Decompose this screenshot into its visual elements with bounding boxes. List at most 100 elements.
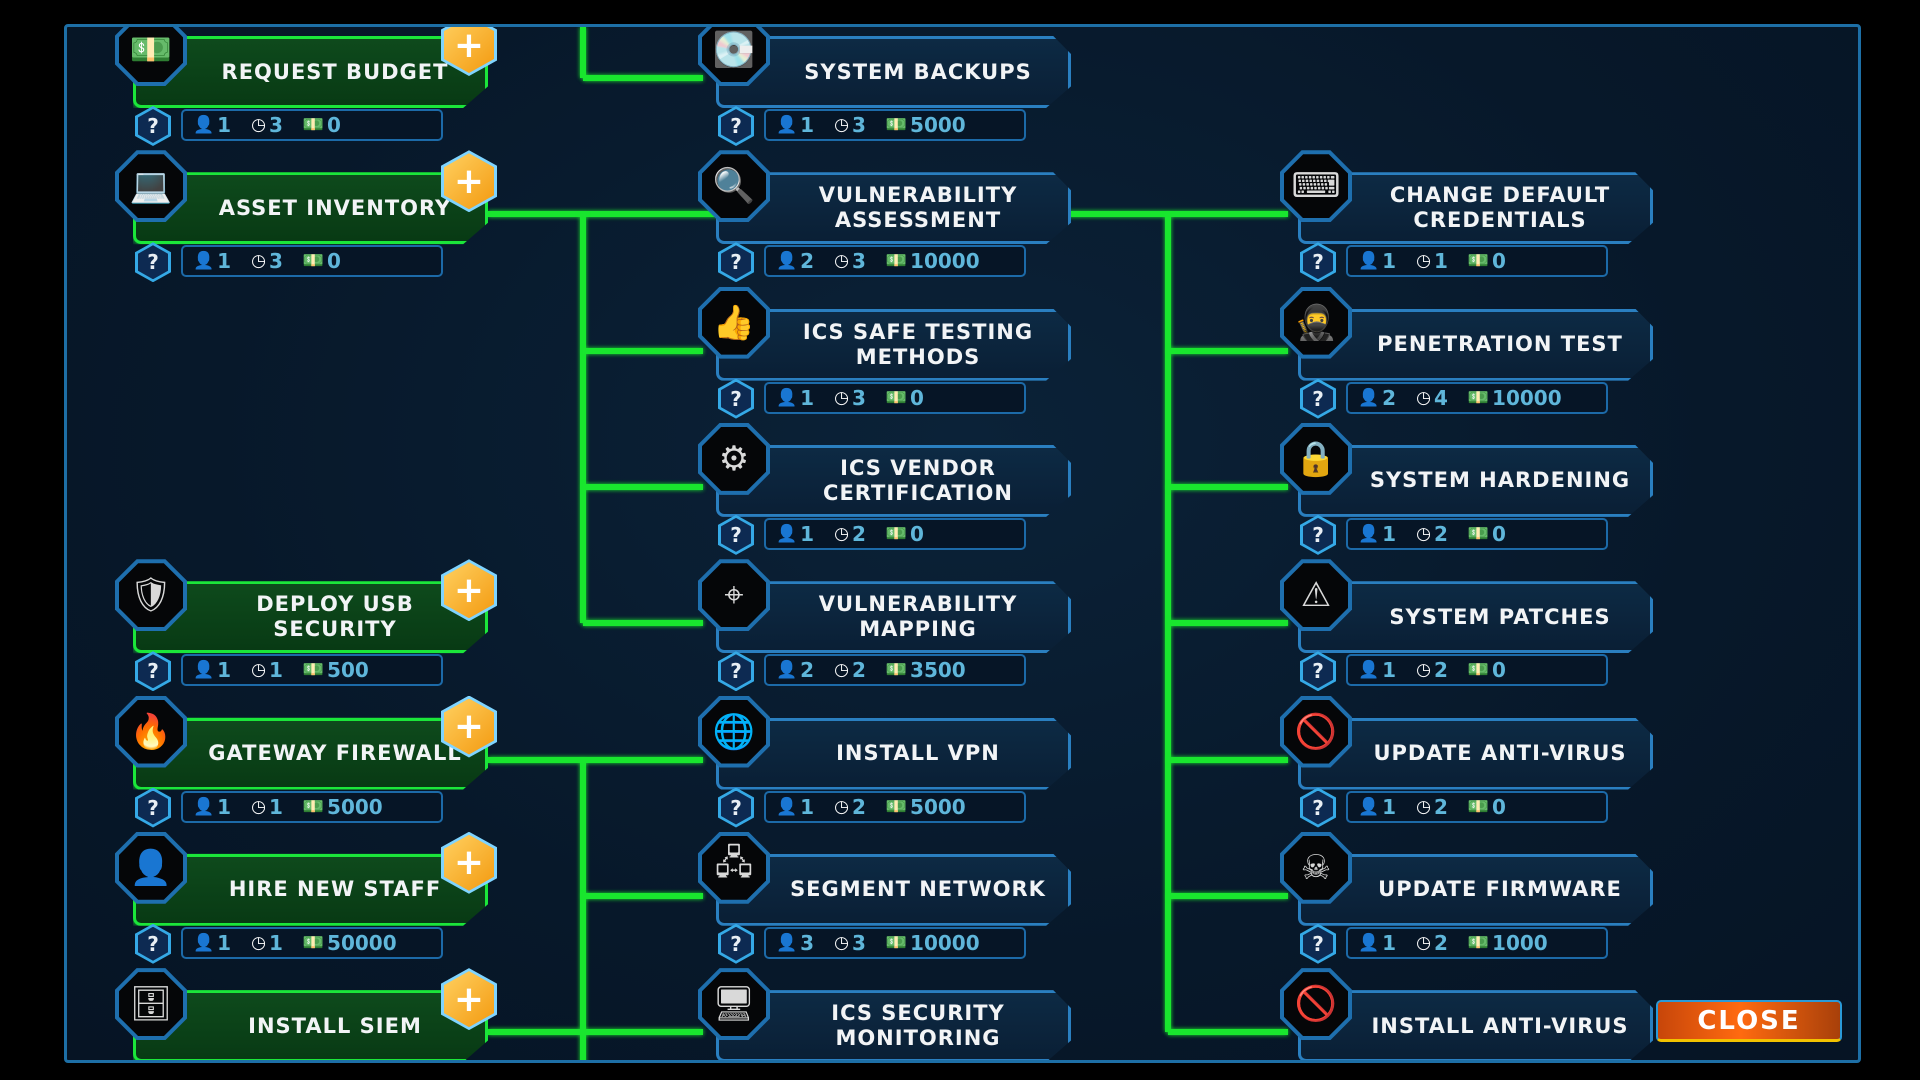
help-button[interactable]: ? [1300, 378, 1336, 419]
stat-staff: 👤1 [776, 522, 814, 546]
help-button[interactable]: ? [718, 106, 754, 146]
tech-card-hire-new-staff[interactable]: HIRE NEW STAFF👤+?👤1◷1💵50000 [115, 831, 505, 968]
help-button[interactable]: ? [1300, 514, 1336, 555]
money-icon: 💵 [1467, 932, 1490, 953]
icon-frame: 🖧 [698, 831, 770, 904]
stat-staff-value: 1 [1382, 658, 1397, 683]
help-button[interactable]: ? [718, 514, 754, 555]
help-button[interactable]: ? [135, 242, 171, 283]
icon-frame: 🥷 [1280, 286, 1352, 359]
add-button[interactable]: + [441, 831, 497, 894]
help-button[interactable]: ? [718, 923, 754, 964]
connector-line [583, 620, 703, 626]
icon-frame: ☠ [1280, 831, 1352, 904]
stat-time: ◷2 [1416, 658, 1448, 682]
tech-card-vulnerability-mapping[interactable]: VULNERABILITY MAPPING⌖?👤2◷2💵3500 [698, 559, 1088, 695]
connector-line [1168, 1029, 1288, 1035]
plus-icon: + [444, 834, 494, 891]
card-panel [133, 853, 488, 926]
tech-card-ics-vendor-certification[interactable]: ICS VENDOR CERTIFICATION⚙?👤1◷2💵0 [698, 422, 1088, 559]
help-button[interactable]: ? [1300, 242, 1336, 283]
card-panel [133, 581, 488, 654]
tech-card-update-anti-virus[interactable]: UPDATE ANTI-VIRUS🚫?👤1◷2💵0 [1280, 695, 1670, 832]
help-button[interactable]: ? [1300, 923, 1336, 964]
stat-time-value: 2 [851, 658, 866, 683]
tech-card-install-vpn[interactable]: INSTALL VPN🌐?👤1◷2💵5000 [698, 695, 1088, 832]
help-button[interactable]: ? [718, 787, 754, 828]
globe-shield-icon: 🌐 [702, 699, 766, 764]
card-stats: 👤1◷1💵500 [181, 654, 443, 687]
server-shield-icon: 🗄 [119, 972, 183, 1037]
card-panel [1298, 308, 1653, 381]
clock-icon: ◷ [1416, 660, 1431, 681]
help-button[interactable]: ? [135, 923, 171, 964]
card-stats: 👤2◷4💵10000 [1346, 381, 1608, 414]
help-button[interactable]: ? [1300, 651, 1336, 692]
card-title: INSTALL VPN [836, 741, 1000, 765]
stat-time: ◷2 [834, 795, 866, 819]
tech-card-system-backups[interactable]: SYSTEM BACKUPS💽?👤1◷3💵5000 [698, 27, 1088, 150]
tech-card-ics-safe-testing-methods[interactable]: ICS SAFE TESTING METHODS👍?👤1◷3💵0 [698, 286, 1088, 423]
money-icon: 💵 [1467, 251, 1490, 272]
icon-frame: ⌖ [698, 559, 770, 632]
tech-card-ics-security-monitoring[interactable]: ICS SECURITY MONITORING🖥 [698, 968, 1088, 1060]
staff-icon: 👤 [1358, 251, 1380, 272]
help-button[interactable]: ? [1300, 787, 1336, 828]
stat-time-value: 1 [268, 794, 283, 819]
tech-card-install-anti-virus[interactable]: INSTALL ANTI-VIRUS🚫 [1280, 968, 1670, 1060]
help-button[interactable]: ? [135, 651, 171, 692]
card-stats: 👤1◷2💵0 [1346, 654, 1608, 687]
tech-card-request-budget[interactable]: REQUEST BUDGET💵+?👤1◷3💵0 [115, 27, 505, 150]
connector-line [583, 348, 703, 354]
stat-cost: 💵3500 [886, 658, 966, 682]
stat-cost: 💵0 [1468, 795, 1506, 819]
tech-card-gateway-firewall[interactable]: GATEWAY FIREWALL🔥+?👤1◷1💵5000 [115, 695, 505, 832]
magnifier-network-icon: 🔍 [702, 154, 766, 219]
crosshair-icon: ⌖ [702, 563, 766, 628]
help-button[interactable]: ? [718, 242, 754, 283]
stat-time: ◷2 [1416, 931, 1448, 955]
connector-line [1168, 348, 1288, 354]
stat-time-value: 2 [1433, 521, 1448, 546]
tech-card-install-siem[interactable]: INSTALL SIEM🗄+ [115, 968, 505, 1060]
money-icon: 💵 [302, 660, 325, 681]
tech-card-system-hardening[interactable]: SYSTEM HARDENING🔒?👤1◷2💵0 [1280, 422, 1670, 559]
icon-frame: 🔍 [698, 150, 770, 223]
connector-line [1168, 620, 1288, 626]
icon-frame: 🚫 [1280, 695, 1352, 768]
staff-icon: 👤 [193, 796, 215, 817]
stat-time-value: 1 [268, 930, 283, 955]
stat-cost: 💵500 [303, 658, 369, 682]
stat-staff-value: 3 [800, 930, 815, 955]
add-button[interactable]: + [441, 150, 497, 213]
card-title: REQUEST BUDGET [221, 59, 449, 84]
stat-cost: 💵5000 [886, 113, 966, 137]
close-button[interactable]: CLOSE [1656, 1000, 1842, 1042]
card-panel [716, 444, 1071, 517]
tech-card-deploy-usb-security[interactable]: DEPLOY USB SECURITY🛡+?👤1◷1💵500 [115, 559, 505, 695]
clock-icon: ◷ [251, 251, 266, 272]
tech-card-vulnerability-assessment[interactable]: VULNERABILITY ASSESSMENT🔍?👤2◷3💵10000 [698, 150, 1088, 286]
staff-icon: 👤 [776, 115, 798, 135]
help-button[interactable]: ? [718, 651, 754, 692]
help-button[interactable]: ? [135, 106, 171, 146]
tech-card-asset-inventory[interactable]: ASSET INVENTORY💻+?👤1◷3💵0 [115, 150, 505, 286]
stat-time-value: 1 [1433, 249, 1448, 274]
tech-card-system-patches[interactable]: SYSTEM PATCHES⚠?👤1◷2💵0 [1280, 559, 1670, 695]
tech-card-penetration-test[interactable]: PENETRATION TEST 🥷? 👤2◷4💵10000 [1280, 286, 1670, 423]
help-button[interactable]: ? [718, 378, 754, 419]
stat-cost: 💵0 [886, 522, 924, 546]
stat-cost: 💵0 [1468, 522, 1506, 546]
tech-card-change-default-credentials[interactable]: CHANGE DEFAULT CREDENTIALS⌨?👤1◷1💵0 [1280, 150, 1670, 286]
tech-card-segment-network[interactable]: SEGMENT NETWORK🖧?👤3◷3💵10000 [698, 831, 1088, 968]
card-panel [1298, 990, 1653, 1060]
card-stats: 👤1◷3💵0 [764, 381, 1026, 414]
help-button[interactable]: ? [135, 787, 171, 828]
clock-icon: ◷ [251, 115, 266, 135]
stat-time-value: 3 [851, 249, 866, 274]
tech-card-update-firmware[interactable]: UPDATE FIRMWARE☠?👤1◷2💵1000 [1280, 831, 1670, 968]
stat-time: ◷3 [834, 386, 866, 410]
stat-staff-value: 2 [1382, 385, 1397, 410]
card-title: PENETRATION TEST [1377, 332, 1623, 357]
monitoring-icon: 🖥 [702, 972, 766, 1037]
